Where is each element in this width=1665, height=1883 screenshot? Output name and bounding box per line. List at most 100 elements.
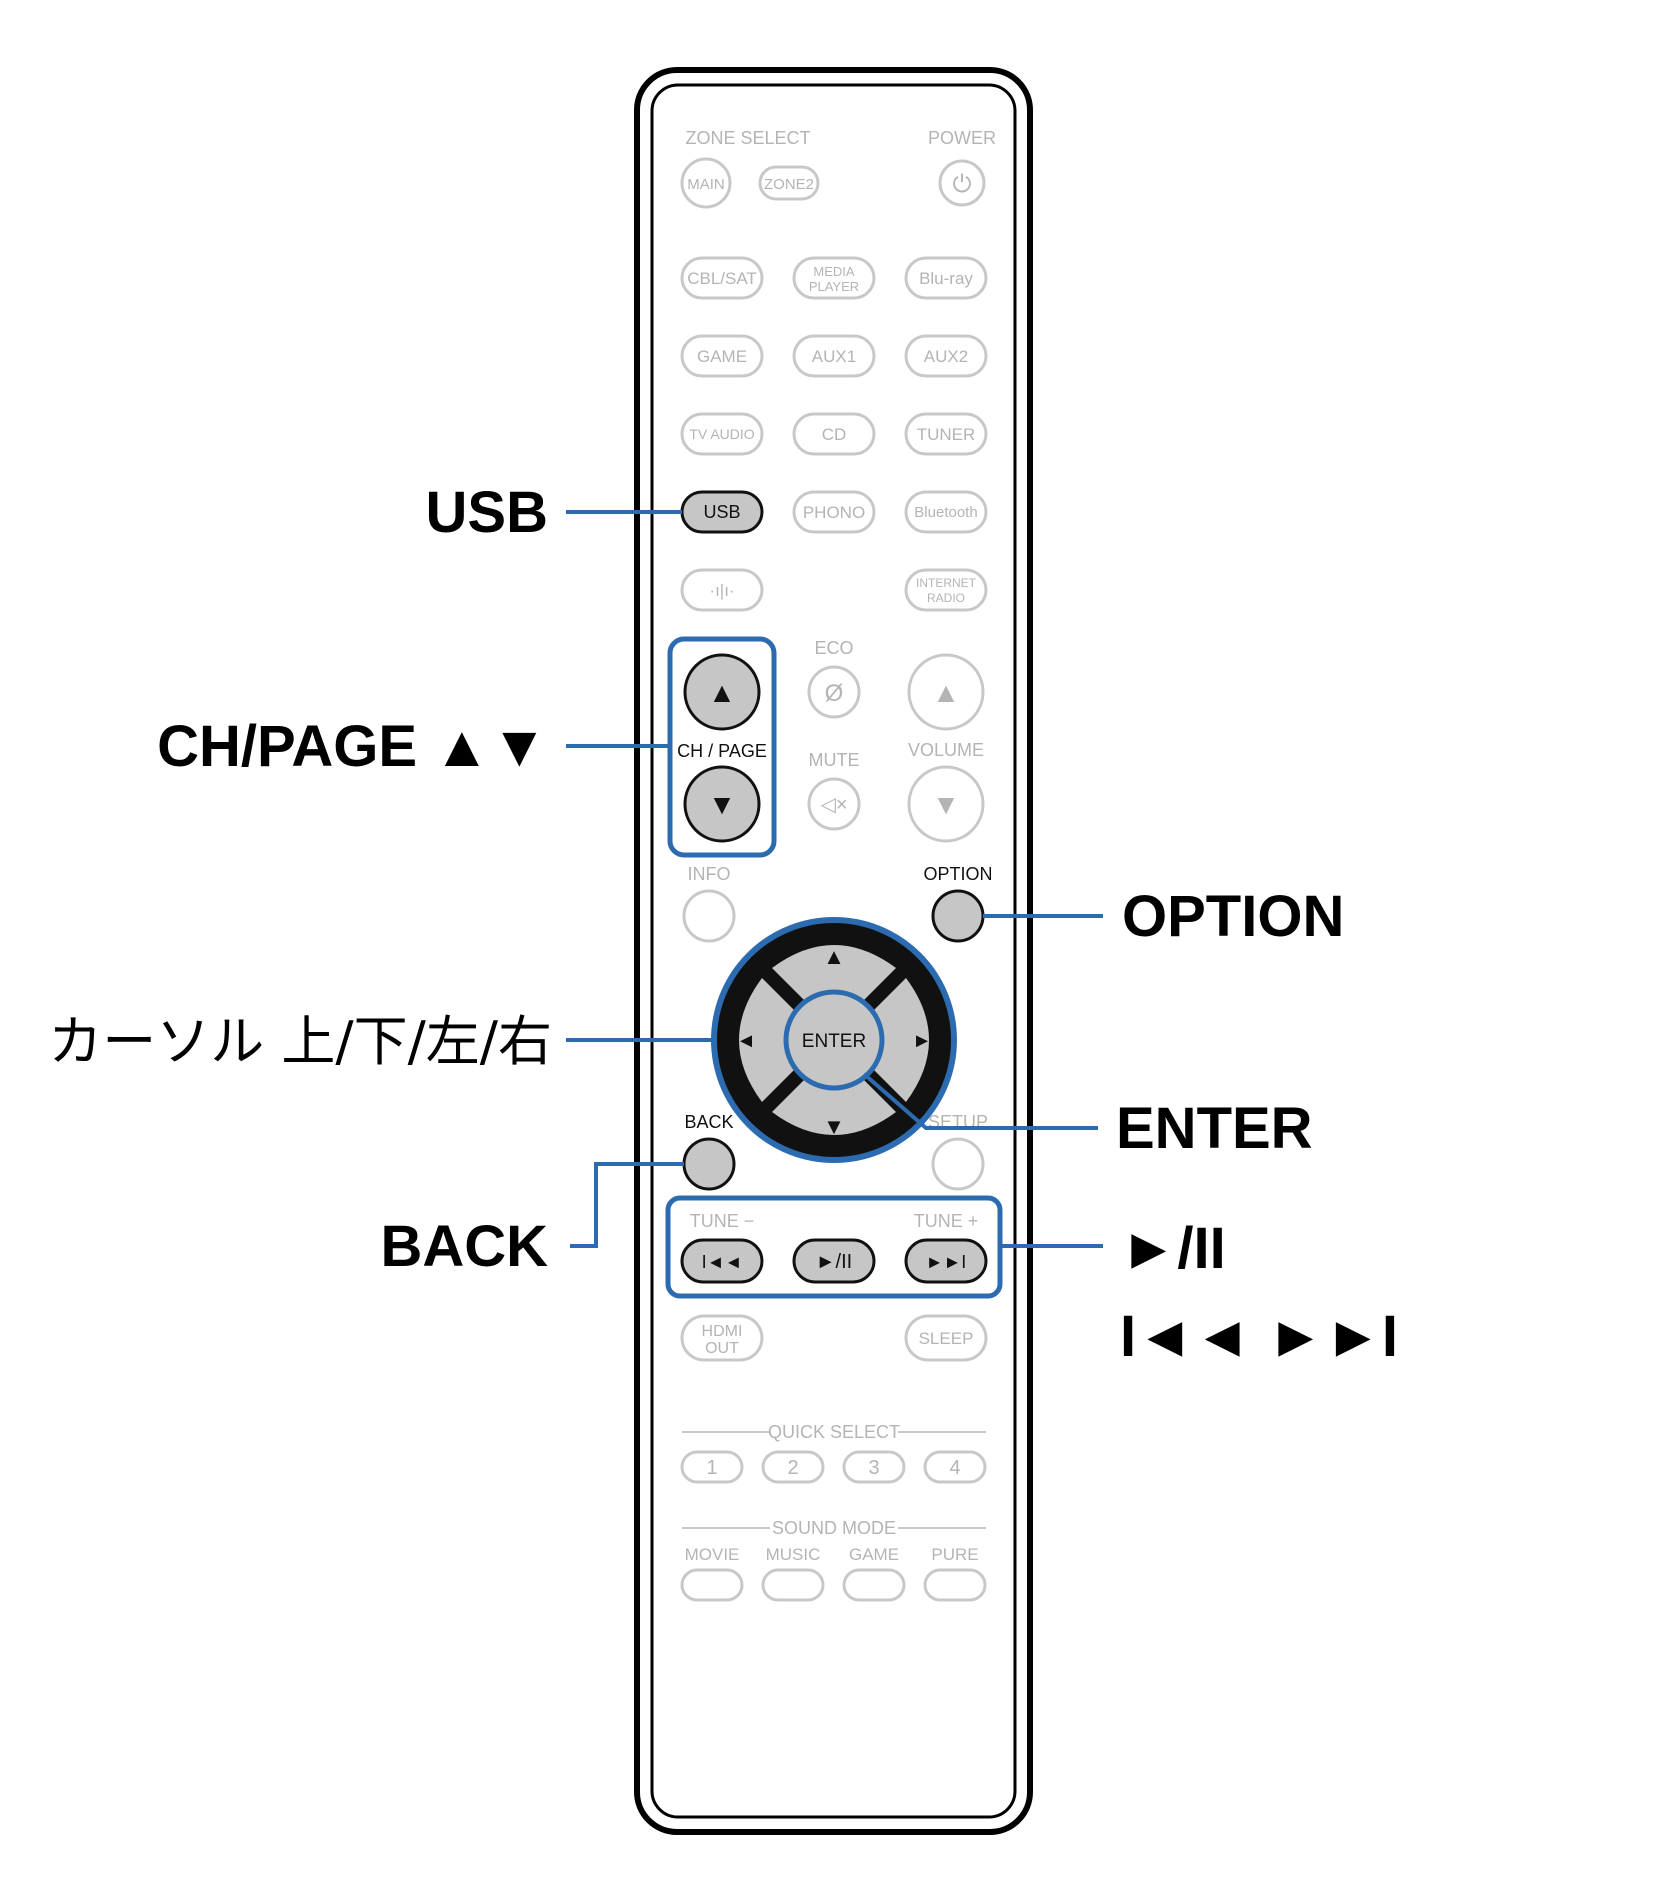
tv-audio-label: TV AUDIO	[689, 426, 754, 442]
volume-up-icon: ▲	[932, 677, 960, 708]
quick-select-4-label: 4	[949, 1457, 960, 1479]
internet-radio-label-1: INTERNET	[916, 576, 977, 590]
music-label: MUSIC	[766, 1545, 821, 1564]
callout-play-pause: ►/II	[1120, 1216, 1226, 1281]
internet-radio-button[interactable]: INTERNET RADIO	[904, 568, 988, 612]
aux2-button[interactable]: AUX2	[904, 334, 988, 378]
quick-select-2[interactable]: 2	[761, 1450, 825, 1484]
bluray-button[interactable]: Blu-ray	[904, 256, 988, 300]
cursor-left-button[interactable]: ◄	[736, 978, 794, 1102]
back-label: BACK	[684, 1112, 733, 1132]
tuner-button[interactable]: TUNER	[904, 412, 988, 456]
bluetooth-label: Bluetooth	[914, 504, 977, 521]
quick-select-3-label: 3	[868, 1457, 879, 1479]
game-label: GAME	[697, 347, 747, 366]
cursor-down-icon: ▼	[823, 1114, 845, 1139]
quick-select-label: QUICK SELECT	[768, 1422, 900, 1442]
main-zone-button[interactable]: MAIN	[680, 157, 732, 209]
volume-label: VOLUME	[908, 740, 984, 760]
enter-leader	[862, 1072, 1098, 1130]
media-player-label-1: MEDIA	[813, 264, 855, 279]
bluetooth-button[interactable]: Bluetooth	[904, 490, 988, 534]
phono-label: PHONO	[803, 503, 865, 522]
callout-cursor: カーソル 上/下/左/右	[48, 1010, 552, 1073]
eco-label: ECO	[814, 638, 853, 658]
tv-audio-button[interactable]: TV AUDIO	[680, 412, 764, 456]
ch-page-up-button[interactable]: ▲	[683, 653, 761, 731]
ch-page-down-button[interactable]: ▼	[683, 765, 761, 843]
callout-back: BACK	[380, 1214, 548, 1279]
enter-button[interactable]: ENTER	[783, 989, 885, 1091]
zone-select-label: ZONE SELECT	[685, 128, 810, 148]
remote-body-inner	[650, 83, 1017, 1819]
hdmi-out-label-1: HDMI	[702, 1323, 743, 1340]
quick-select-4[interactable]: 4	[923, 1450, 987, 1484]
aux2-label: AUX2	[924, 347, 968, 366]
music-button[interactable]	[761, 1568, 825, 1602]
main-zone-label: MAIN	[687, 176, 725, 193]
phono-button[interactable]: PHONO	[792, 490, 876, 534]
cd-label: CD	[822, 425, 847, 444]
game-button[interactable]: GAME	[680, 334, 764, 378]
setup-button[interactable]	[931, 1137, 985, 1191]
callout-option: OPTION	[1122, 884, 1344, 949]
cursor-right-button[interactable]: ►	[874, 978, 932, 1102]
cursor-up-icon: ▲	[823, 944, 845, 969]
back-button[interactable]	[682, 1137, 736, 1191]
pure-button[interactable]	[923, 1568, 987, 1602]
cursor-up-button[interactable]: ▲	[772, 944, 896, 1000]
heos-button[interactable]: ·ı|ı·	[680, 568, 764, 612]
eco-button[interactable]: Ø	[807, 665, 861, 719]
cbl-sat-button[interactable]: CBL/SAT	[680, 256, 764, 300]
ch-page-label: CH / PAGE	[677, 741, 767, 761]
cursor-right-icon: ►	[912, 1030, 932, 1052]
game-mode-label: GAME	[849, 1545, 899, 1564]
usb-button-label: USB	[703, 502, 740, 522]
info-label: INFO	[688, 864, 731, 884]
zone2-button[interactable]: ZONE2	[758, 165, 820, 201]
mute-icon: ◁×	[819, 794, 847, 816]
pure-label: PURE	[931, 1545, 978, 1564]
power-label: POWER	[928, 128, 996, 148]
sound-mode-label: SOUND MODE	[772, 1518, 896, 1538]
volume-down-icon: ▼	[932, 789, 960, 820]
cbl-sat-label: CBL/SAT	[687, 269, 757, 288]
quick-select-2-label: 2	[787, 1457, 798, 1479]
previous-icon: I◄◄	[702, 1252, 743, 1272]
game-mode-button[interactable]	[842, 1568, 906, 1602]
power-icon: ⏻	[953, 171, 972, 198]
hdmi-out-label-2: OUT	[705, 1340, 739, 1357]
media-player-button[interactable]: MEDIA PLAYER	[792, 256, 876, 300]
cd-button[interactable]: CD	[792, 412, 876, 456]
aux1-button[interactable]: AUX1	[792, 334, 876, 378]
option-button[interactable]	[931, 889, 985, 943]
volume-down-button[interactable]: ▼	[907, 765, 985, 843]
back-leader	[570, 1162, 684, 1248]
sleep-button[interactable]: SLEEP	[904, 1314, 988, 1362]
volume-up-button[interactable]: ▲	[907, 653, 985, 731]
previous-button[interactable]: I◄◄	[680, 1238, 764, 1284]
info-button[interactable]	[682, 889, 736, 943]
hdmi-out-button[interactable]: HDMI OUT	[680, 1314, 764, 1362]
mute-button[interactable]: ◁×	[807, 777, 861, 831]
sleep-label: SLEEP	[919, 1329, 974, 1348]
quick-select-1[interactable]: 1	[680, 1450, 744, 1484]
tune-minus-label: TUNE −	[690, 1211, 755, 1231]
cursor-down-button[interactable]: ▼	[772, 1080, 896, 1139]
play-pause-button[interactable]: ►/II	[792, 1238, 876, 1284]
next-button[interactable]: ►►I	[904, 1238, 988, 1284]
ch-up-icon: ▲	[708, 677, 736, 708]
quick-select-1-label: 1	[706, 1457, 717, 1479]
cursor-left-icon: ◄	[736, 1030, 756, 1052]
usb-button[interactable]: USB	[680, 490, 764, 534]
eco-leaf-icon: Ø	[825, 680, 844, 707]
heos-icon: ·ı|ı·	[709, 581, 734, 600]
next-icon: ►►I	[926, 1252, 967, 1272]
quick-select-3[interactable]: 3	[842, 1450, 906, 1484]
enter-button-label: ENTER	[802, 1031, 866, 1052]
power-button[interactable]: ⏻	[938, 159, 986, 207]
media-player-label-2: PLAYER	[809, 279, 859, 294]
movie-button[interactable]	[680, 1568, 744, 1602]
callout-skip: I◄◄ ►►I	[1120, 1304, 1398, 1369]
